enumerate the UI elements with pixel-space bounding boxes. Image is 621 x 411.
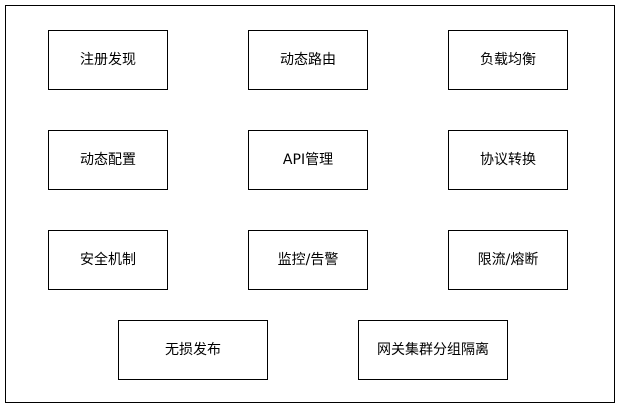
box-label: API管理 xyxy=(282,152,334,168)
box-label: 协议转换 xyxy=(480,152,536,168)
box-label: 动态配置 xyxy=(80,152,136,168)
box-load-balancing: 负载均衡 xyxy=(448,30,568,90)
box-lossless-release: 无损发布 xyxy=(118,320,268,380)
box-api-management: API管理 xyxy=(248,130,368,190)
box-label: 注册发现 xyxy=(80,52,136,68)
box-monitoring-alerting: 监控/告警 xyxy=(248,230,368,290)
box-label: 网关集群分组隔离 xyxy=(377,342,489,358)
box-security: 安全机制 xyxy=(48,230,168,290)
box-label: 负载均衡 xyxy=(480,52,536,68)
box-dynamic-routing: 动态路由 xyxy=(248,30,368,90)
box-gateway-cluster-isolation: 网关集群分组隔离 xyxy=(358,320,508,380)
box-label: 限流/熔断 xyxy=(477,252,539,268)
box-label: 动态路由 xyxy=(280,52,336,68)
box-label: 安全机制 xyxy=(80,252,136,268)
box-rate-limit-circuit-breaker: 限流/熔断 xyxy=(448,230,568,290)
box-service-discovery: 注册发现 xyxy=(48,30,168,90)
box-protocol-conversion: 协议转换 xyxy=(448,130,568,190)
box-dynamic-config: 动态配置 xyxy=(48,130,168,190)
box-label: 无损发布 xyxy=(165,342,221,358)
box-label: 监控/告警 xyxy=(277,252,339,268)
